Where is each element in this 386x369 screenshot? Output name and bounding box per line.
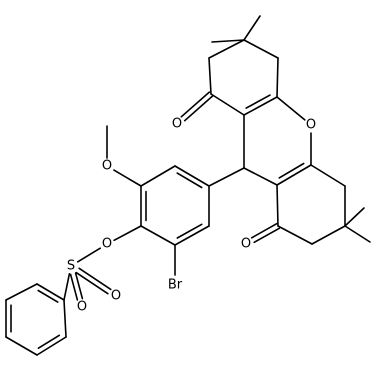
double-bond-p1-p2-b	[37, 289, 59, 303]
single-bond-b2-b3	[140, 165, 176, 187]
double-bond-b1-b2-b	[176, 172, 203, 189]
double-bond-c11-c12-b	[278, 162, 305, 179]
atom-label-so1: O	[77, 300, 87, 315]
double-bond-s-so1-b	[74, 272, 84, 300]
bonds	[5, 15, 371, 356]
single-bond-c14-c15	[311, 225, 346, 245]
double-bond-p5-p6-b	[37, 334, 61, 350]
single-bond-c14-me3	[344, 225, 371, 243]
single-bond-c3-me2	[243, 15, 261, 41]
double-bond-c1-o1-b	[183, 95, 214, 122]
double-bond-c11-c12-a	[276, 164, 312, 186]
atom-label-o2: O	[306, 118, 316, 133]
single-bond-c14-me4	[344, 207, 365, 227]
single-bond-c6-c1	[210, 93, 245, 116]
single-bond-oes-s	[77, 247, 101, 263]
single-bond-c15-c16	[277, 225, 313, 245]
atom-label-o1: O	[172, 117, 182, 132]
single-bond-c11-c13	[310, 164, 346, 187]
double-bond-c1-o1-a	[180, 91, 211, 118]
single-bond-p4-p5	[5, 336, 38, 356]
single-bond-c16-c12	[276, 184, 279, 227]
double-bond-s-so2-a	[75, 271, 109, 295]
double-bond-b1-b2-a	[174, 165, 210, 187]
single-bond-c5-o2	[276, 96, 306, 121]
atom-label-br: Br	[168, 278, 183, 293]
double-bond-c5-c6-b	[245, 94, 271, 109]
single-bond-s-p1	[63, 272, 71, 301]
double-bond-c5-c6-a	[243, 96, 278, 116]
atom-label-s: S	[67, 259, 75, 274]
single-bond-c2-c3	[208, 39, 245, 59]
double-bond-p5-p6-a	[36, 336, 67, 356]
single-bond-p2-p3	[5, 283, 38, 301]
single-bond-c1-c2	[208, 57, 212, 95]
double-bond-p1-p2-a	[36, 283, 65, 301]
single-bond-c12-cx	[243, 167, 278, 186]
double-bond-b5-b6-b	[176, 223, 203, 239]
single-bond-c3-c4	[243, 39, 279, 59]
atom-label-ome: O	[102, 159, 112, 174]
double-bond-b5-b6-a	[174, 225, 210, 246]
atom-label-o3: O	[241, 237, 251, 252]
single-bond-c3-me1	[211, 39, 245, 43]
double-bond-s-so2-b	[78, 267, 112, 291]
single-bond-b3-ome	[113, 169, 142, 187]
double-bond-c16-o3-a	[250, 222, 278, 239]
single-bond-p6-p1	[63, 299, 67, 338]
single-bond-c4-c5	[276, 57, 279, 98]
double-bond-c16-o3-b	[253, 227, 281, 244]
double-bond-s-so1-a	[69, 273, 79, 301]
atom-label-oes: O	[102, 237, 112, 252]
atom-labels: O O O O O S O O Br	[67, 117, 316, 315]
single-bond-b4-oes	[113, 225, 142, 242]
single-bond-b4-b5	[140, 225, 176, 246]
single-bond-cx-b1	[208, 167, 245, 187]
atom-label-so2: O	[111, 289, 121, 304]
